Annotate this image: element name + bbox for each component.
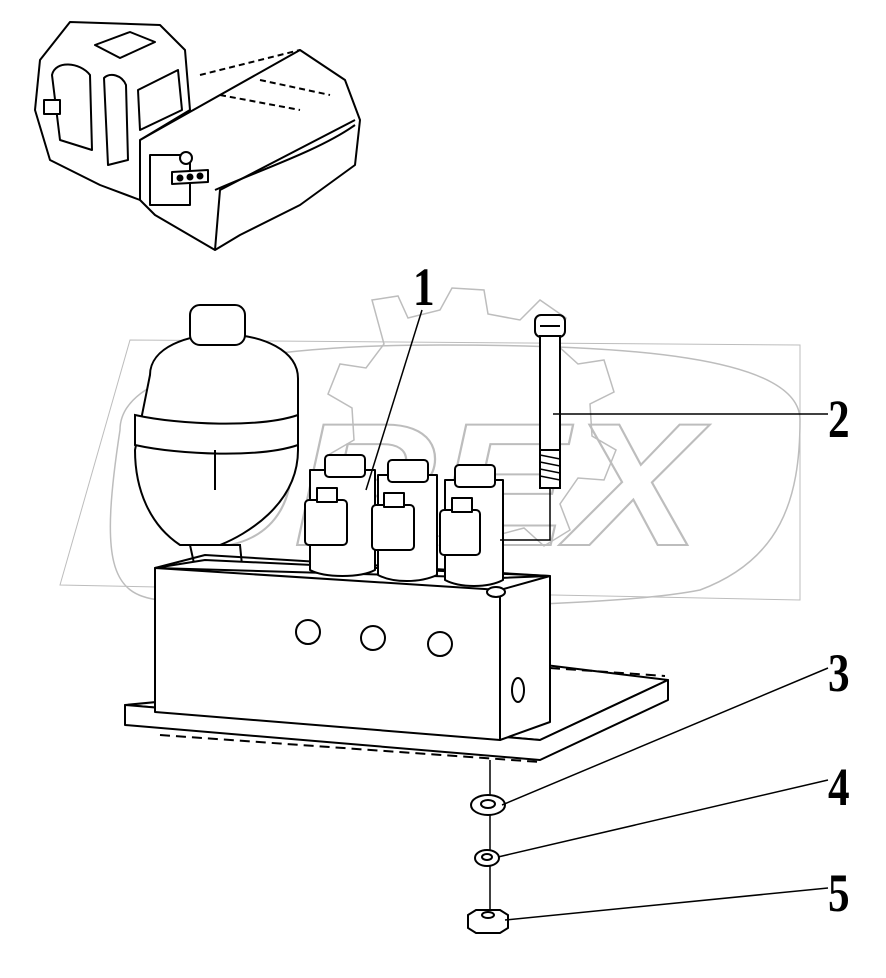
leader-line-4 [497,779,829,858]
callout-2: 2 [828,389,850,449]
engine-cover [139,49,361,251]
solenoid-nut [383,492,405,508]
leader-line-1 [365,309,423,491]
top-bolt-hole [486,586,506,598]
side-port-hole [511,677,525,703]
accumulator-band [134,413,299,455]
callout-5: 5 [828,863,850,923]
spring-washer-hole [481,853,493,861]
button-icon [176,174,184,182]
bolt-shank [539,335,561,457]
watermark-gear-icon [327,287,617,567]
solenoid-valve [439,464,504,587]
solenoid-cap [387,459,429,483]
leader-line-3 [501,667,829,806]
solenoid-nut [451,497,473,513]
solenoid-cap [324,454,366,478]
bolt-axis [500,488,551,541]
button-icon [186,173,194,181]
cab-roof-hatch [94,31,156,59]
cab-front-window [137,69,183,131]
leader-lines [365,309,829,921]
block-side [499,575,551,741]
cab-side-window [103,73,129,166]
mounting-plate [124,679,669,761]
solenoid-valves [304,454,504,587]
solenoid-valve [371,459,438,582]
flat-washer-hole [480,799,496,809]
callout-3: 3 [828,643,850,703]
cab-door-window [51,63,93,151]
excavator-overview [34,21,361,251]
cover-panel [199,49,331,111]
port-hole [360,625,386,651]
cover-seam [214,124,356,191]
bolt-thread-lines [539,454,561,481]
watermark-ring-outer [59,339,801,601]
port-hole [427,631,453,657]
solenoid-cap [454,464,496,488]
leader-line-5 [504,887,829,921]
port-hole [295,619,321,645]
solenoid-coil [439,509,481,556]
hex-nut-hole [481,911,495,919]
solenoid-nut [316,487,338,503]
accumulator-cap [189,304,246,346]
hidden-line [159,667,666,763]
panel-knob [179,151,193,165]
solenoid-valve [304,454,376,577]
accumulator [133,304,300,570]
bolt [500,314,566,541]
button-icon [196,172,204,180]
cab-handle [43,99,61,115]
solenoid-coil [371,504,415,551]
valve-block [124,554,669,763]
hex-nut [467,909,509,934]
callout-1: 1 [413,257,435,317]
solenoid-coil [304,499,348,546]
callout-4: 4 [828,757,850,817]
fasteners [467,760,509,934]
cover-front-face [214,119,356,251]
